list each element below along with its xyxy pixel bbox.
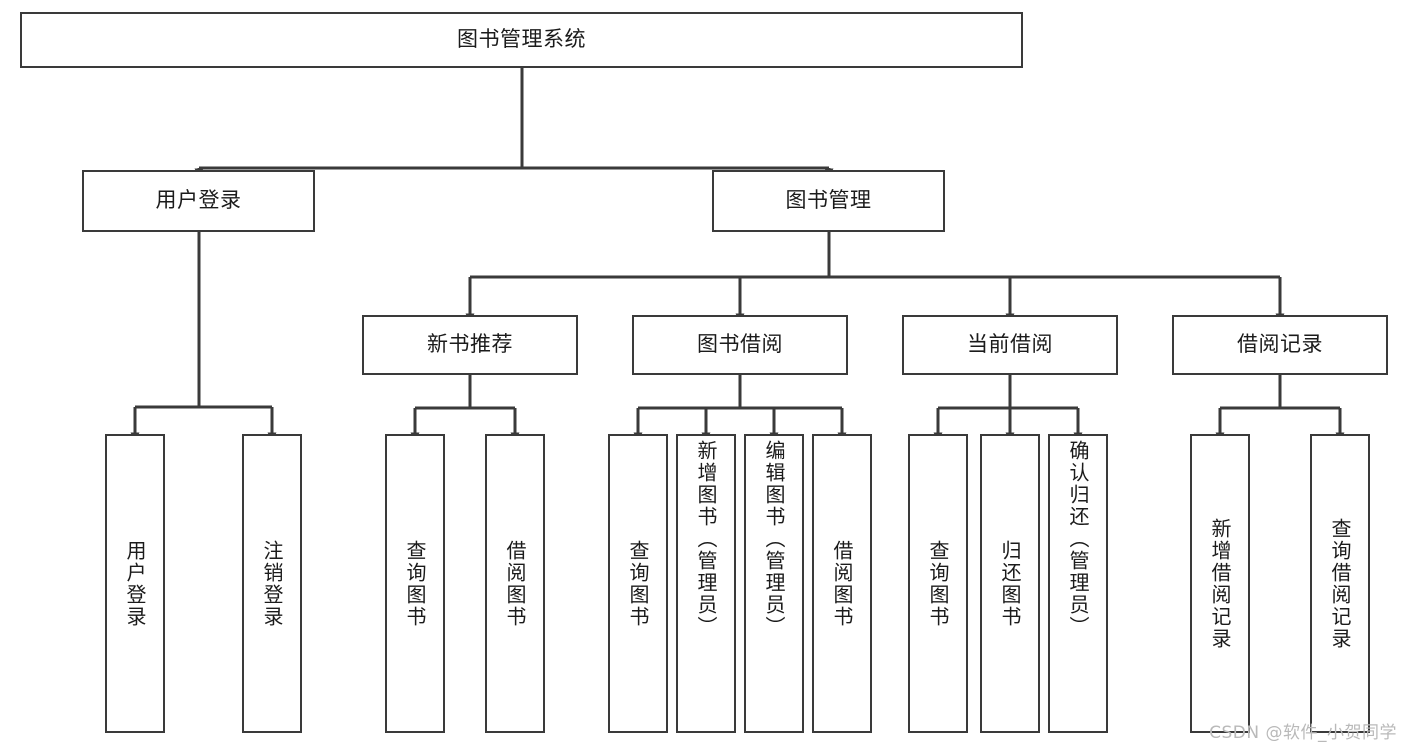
node-label-leaf-add-book-admin: 新增图书（管理员） (694, 440, 718, 638)
node-label-leaf-edit-book-admin: 编辑图书（管理员） (762, 440, 786, 638)
node-label-borrow-record: 借阅记录 (1237, 332, 1323, 357)
node-label-new-book-recommend: 新书推荐 (427, 332, 513, 357)
node-leaf-borrow-book-2[interactable]: 借阅图书 (812, 434, 872, 733)
node-leaf-query-book-2[interactable]: 查询图书 (608, 434, 668, 733)
node-label-book-manage: 图书管理 (785, 188, 872, 213)
node-leaf-return-book[interactable]: 归还图书 (980, 434, 1040, 733)
node-borrow-record[interactable]: 借阅记录 (1172, 315, 1388, 375)
node-label-user-login: 用户登录 (155, 188, 242, 213)
node-leaf-query-book-3[interactable]: 查询图书 (908, 434, 968, 733)
node-label-leaf-borrow-book-2: 借阅图书 (830, 539, 854, 628)
node-label-leaf-add-borrow-record: 新增借阅记录 (1208, 517, 1232, 650)
node-label-leaf-borrow-book-1: 借阅图书 (503, 539, 527, 628)
node-leaf-confirm-return-admin[interactable]: 确认归还（管理员） (1048, 434, 1108, 733)
node-label-current-borrow: 当前借阅 (967, 332, 1053, 357)
node-leaf-query-borrow-record[interactable]: 查询借阅记录 (1310, 434, 1370, 733)
watermark-text: CSDN @软件_小贺同学 (1209, 723, 1397, 743)
node-label-leaf-query-book-3: 查询图书 (926, 539, 950, 628)
node-leaf-borrow-book-1[interactable]: 借阅图书 (485, 434, 545, 733)
node-leaf-query-book-1[interactable]: 查询图书 (385, 434, 445, 733)
node-label-leaf-user-logout: 注销登录 (260, 539, 284, 628)
node-root[interactable]: 图书管理系统 (20, 12, 1023, 68)
node-book-borrow[interactable]: 图书借阅 (632, 315, 848, 375)
node-new-book-recommend[interactable]: 新书推荐 (362, 315, 578, 375)
node-user-login[interactable]: 用户登录 (82, 170, 315, 232)
node-label-root: 图书管理系统 (457, 27, 586, 52)
node-leaf-add-book-admin[interactable]: 新增图书（管理员） (676, 434, 736, 733)
node-label-leaf-confirm-return-admin: 确认归还（管理员） (1066, 440, 1090, 638)
node-book-manage[interactable]: 图书管理 (712, 170, 945, 232)
node-leaf-user-login[interactable]: 用户登录 (105, 434, 165, 733)
node-current-borrow[interactable]: 当前借阅 (902, 315, 1118, 375)
node-label-leaf-return-book: 归还图书 (998, 539, 1022, 628)
node-label-leaf-user-login: 用户登录 (123, 539, 147, 628)
node-leaf-add-borrow-record[interactable]: 新增借阅记录 (1190, 434, 1250, 733)
node-label-leaf-query-book-1: 查询图书 (403, 539, 427, 628)
node-label-leaf-query-book-2: 查询图书 (626, 539, 650, 628)
node-label-leaf-query-borrow-record: 查询借阅记录 (1328, 517, 1352, 650)
node-label-book-borrow: 图书借阅 (697, 332, 783, 357)
node-leaf-edit-book-admin[interactable]: 编辑图书（管理员） (744, 434, 804, 733)
node-leaf-user-logout[interactable]: 注销登录 (242, 434, 302, 733)
